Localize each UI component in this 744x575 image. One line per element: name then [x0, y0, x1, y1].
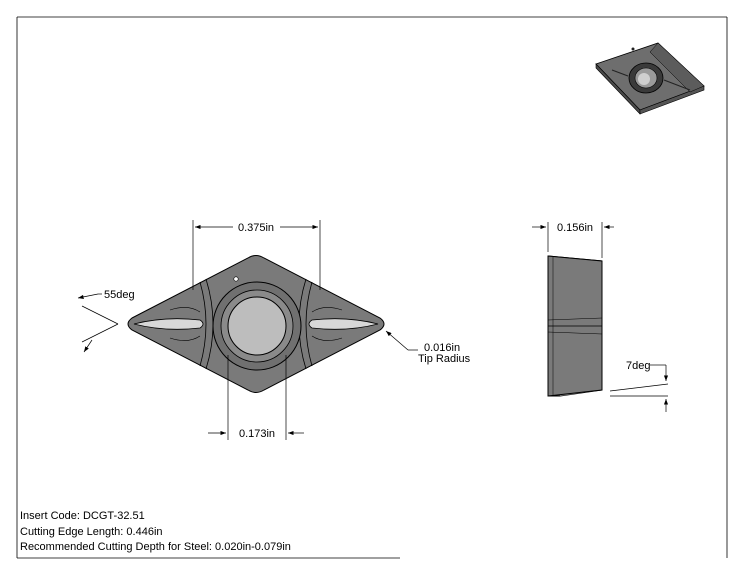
dimension-width: 0.375in: [192, 220, 321, 290]
dimension-angle: 55deg: [77, 289, 135, 353]
cutting-depth-text: Recommended Cutting Depth for Steel: 0.0…: [20, 541, 291, 553]
clearance-angle-label: 7deg: [626, 360, 650, 372]
cutting-edge-text: Cutting Edge Length: 0.446in: [20, 526, 163, 538]
insert-front-view: [127, 255, 385, 393]
dimension-clearance-angle: 7deg: [609, 360, 669, 412]
thickness-dimension-label: 0.156in: [557, 222, 593, 234]
tip-radius-value: 0.016in: [424, 342, 460, 354]
insert-code-text: Insert Code: DCGT-32.51: [20, 510, 145, 522]
insert-side-view: [547, 255, 603, 397]
width-dimension-label: 0.375in: [238, 222, 274, 234]
isometric-view: [595, 42, 705, 115]
sheet-border: [16, 16, 728, 559]
tip-radius-callout: 0.016in Tip Radius: [385, 330, 471, 365]
angle-dimension-label: 55deg: [104, 289, 135, 301]
tip-radius-label: Tip Radius: [418, 353, 471, 365]
dimension-hole: 0.173in: [208, 355, 304, 440]
dimension-thickness: 0.156in: [532, 222, 614, 258]
hole-dimension-label: 0.173in: [239, 428, 275, 440]
